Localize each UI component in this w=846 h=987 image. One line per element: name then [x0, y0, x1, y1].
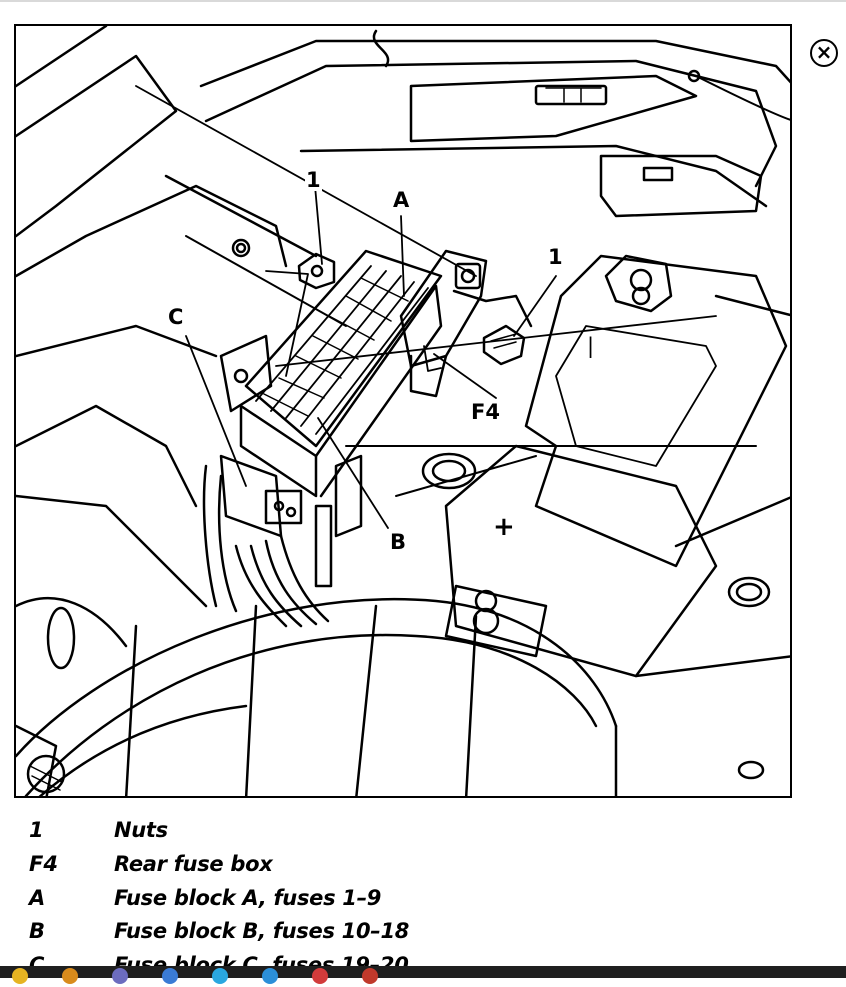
- fuse-box-illustration: 1 A 1 C F4 B | +: [14, 24, 792, 798]
- callout-nut-right: 1: [547, 245, 564, 269]
- battery-plus-symbol: +: [493, 512, 515, 542]
- music-icon[interactable]: [362, 968, 378, 984]
- legend-key: A: [29, 886, 46, 910]
- legend-key: F4: [29, 852, 58, 876]
- legend-key: 1: [29, 818, 44, 842]
- callout-rear-fuse-box: F4: [470, 400, 501, 424]
- mail-icon[interactable]: [162, 968, 178, 984]
- callout-fuse-block-c: C: [167, 305, 185, 329]
- callout-fuse-block-a: A: [392, 188, 411, 212]
- legend-description: Nuts: [114, 818, 168, 842]
- app-icon[interactable]: [112, 968, 128, 984]
- legend-row: B Fuse block B, fuses 10–18: [0, 919, 846, 953]
- line-drawing: [16, 26, 790, 796]
- legend-row: F4 Rear fuse box: [0, 852, 846, 886]
- folder-icon[interactable]: [12, 968, 28, 984]
- media-icon[interactable]: [312, 968, 328, 984]
- chat-icon[interactable]: [212, 968, 228, 984]
- page-top-border: [0, 0, 846, 2]
- legend-key: B: [29, 919, 46, 943]
- close-button[interactable]: ×: [810, 39, 838, 67]
- battery-minus-symbol: |: [587, 334, 595, 358]
- browser-icon[interactable]: [62, 968, 78, 984]
- taskbar: [0, 966, 846, 984]
- callout-fuse-block-b: B: [389, 530, 408, 554]
- edge-icon[interactable]: [262, 968, 278, 984]
- callout-nut-left: 1: [305, 168, 322, 192]
- close-icon: ×: [815, 40, 833, 64]
- legend-row: 1 Nuts: [0, 818, 846, 852]
- legend-description: Rear fuse box: [114, 852, 273, 876]
- legend-row: A Fuse block A, fuses 1–9: [0, 886, 846, 920]
- legend-description: Fuse block A, fuses 1–9: [114, 886, 382, 910]
- legend-description: Fuse block B, fuses 10–18: [114, 919, 410, 943]
